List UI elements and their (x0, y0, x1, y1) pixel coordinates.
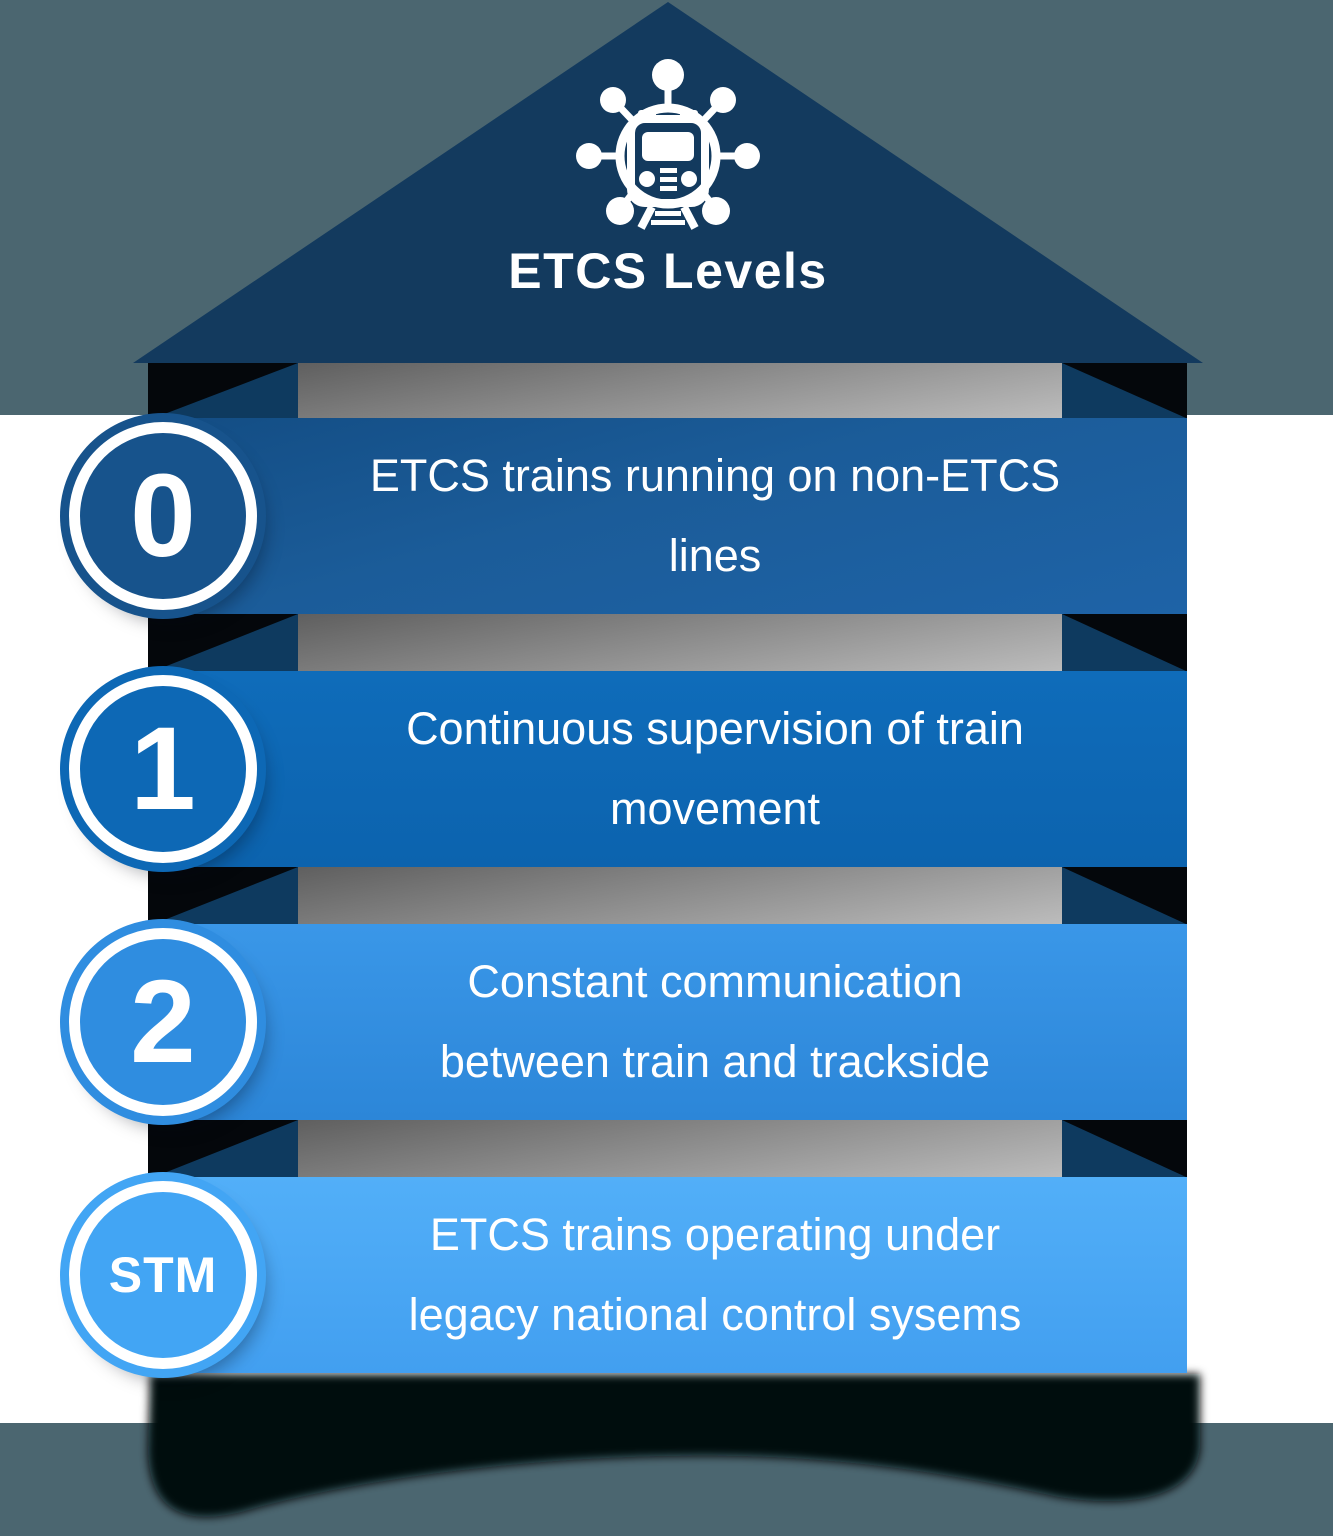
text-line-2: legacy national control sysems (408, 1289, 1022, 1340)
text-line-1: ETCS trains running on non-ETCS (369, 450, 1061, 501)
slot-back-wall (298, 363, 1062, 418)
badge-label: 1 (130, 703, 196, 835)
level-text: Constant communication between train and… (280, 924, 1150, 1120)
slot-back-wall (298, 614, 1062, 671)
train-network-icon (575, 58, 761, 255)
level-badge-2: 2 (69, 928, 257, 1116)
connector-roof (148, 363, 1187, 418)
connector-1 (148, 614, 1187, 671)
badge-label: 2 (130, 956, 196, 1088)
badge-label: 0 (130, 450, 196, 582)
level-bar-0: ETCS trains running on non-ETCS lines (148, 418, 1187, 614)
text-line-2: movement (609, 783, 821, 834)
level-bar-stm: ETCS trains operating under legacy natio… (148, 1177, 1187, 1373)
level-badge-0: 0 (69, 422, 257, 610)
connector-3 (148, 1120, 1187, 1177)
text-line-2: lines (668, 530, 762, 581)
diagram-title: ETCS Levels (508, 243, 828, 299)
text-line-1: Continuous supervision of train (406, 703, 1024, 754)
level-badge-stm: STM (69, 1181, 257, 1369)
level-text: Continuous supervision of train movement (280, 671, 1150, 867)
connector-2 (148, 867, 1187, 924)
badge-label: STM (108, 1247, 218, 1303)
level-text: ETCS trains running on non-ETCS lines (280, 418, 1150, 614)
slot-back-wall (298, 1120, 1062, 1177)
level-bar-1: Continuous supervision of train movement (148, 671, 1187, 867)
level-bar-2: Constant communication between train and… (148, 924, 1187, 1120)
level-text: ETCS trains operating under legacy natio… (280, 1177, 1150, 1373)
text-line-2: between train and trackside (439, 1036, 991, 1087)
text-line-1: ETCS trains operating under (429, 1209, 1001, 1260)
slot-back-wall (298, 867, 1062, 924)
level-badge-1: 1 (69, 675, 257, 863)
text-line-1: Constant communication (467, 956, 963, 1007)
